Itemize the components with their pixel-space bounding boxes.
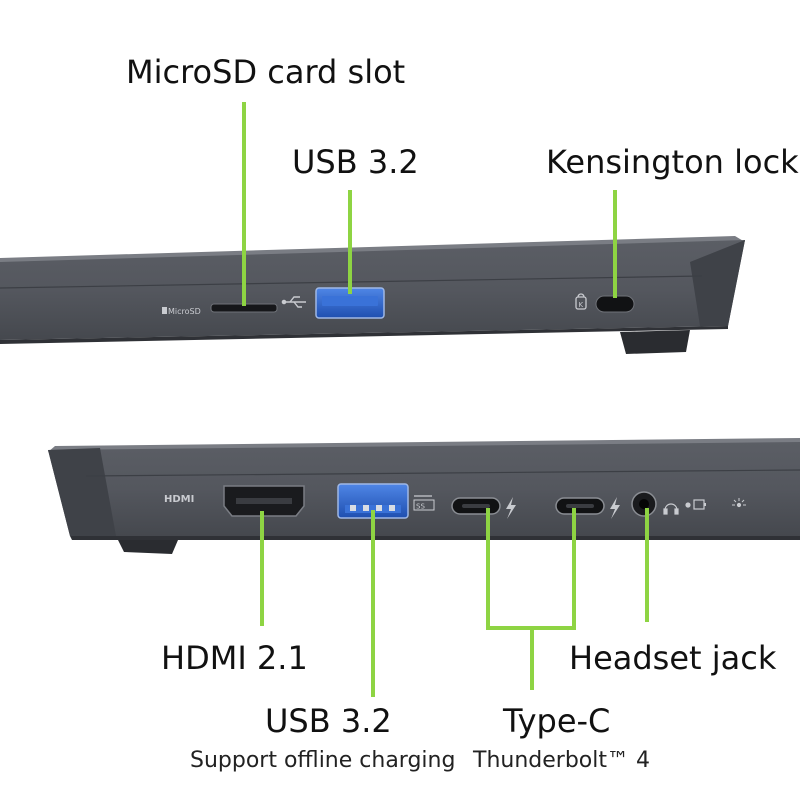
typec-port-2 bbox=[555, 497, 605, 515]
thunderbolt-icon-1 bbox=[506, 497, 516, 519]
hdmi-port: HDMI bbox=[164, 485, 305, 517]
kensington-label: Kensington lock bbox=[546, 143, 799, 181]
usb-symbol-icon bbox=[281, 296, 306, 308]
usb-bottom-note: Support offline charging bbox=[190, 748, 456, 773]
headset-jack bbox=[631, 491, 657, 517]
kensington-lock-slot: K bbox=[575, 293, 635, 313]
hdmi-label: HDMI 2.1 bbox=[161, 639, 308, 677]
top-callout-lines bbox=[242, 102, 617, 306]
light-indicator-icon bbox=[732, 498, 746, 508]
typec-port-1 bbox=[451, 497, 501, 515]
hdmi-marking: HDMI bbox=[164, 494, 194, 505]
usb-top-label: USB 3.2 bbox=[292, 143, 419, 181]
headset-label: Headset jack bbox=[569, 639, 777, 677]
bottom-callout-lines bbox=[260, 508, 649, 697]
typec-label: Type-C bbox=[503, 702, 611, 740]
usb-bottom-label: USB 3.2 bbox=[265, 702, 392, 740]
lock-marking: K bbox=[579, 301, 584, 309]
headset-icon bbox=[663, 503, 679, 515]
usb-ss-icon: SS bbox=[413, 495, 435, 511]
power-status-icon bbox=[685, 499, 706, 510]
svg-text:SS: SS bbox=[416, 503, 425, 511]
microsd-label: MicroSD card slot bbox=[126, 53, 406, 91]
typec-note: Thunderbolt™ 4 bbox=[473, 748, 650, 773]
thunderbolt-icon-2 bbox=[610, 497, 620, 519]
microsd-marking: MicroSD bbox=[168, 307, 201, 316]
